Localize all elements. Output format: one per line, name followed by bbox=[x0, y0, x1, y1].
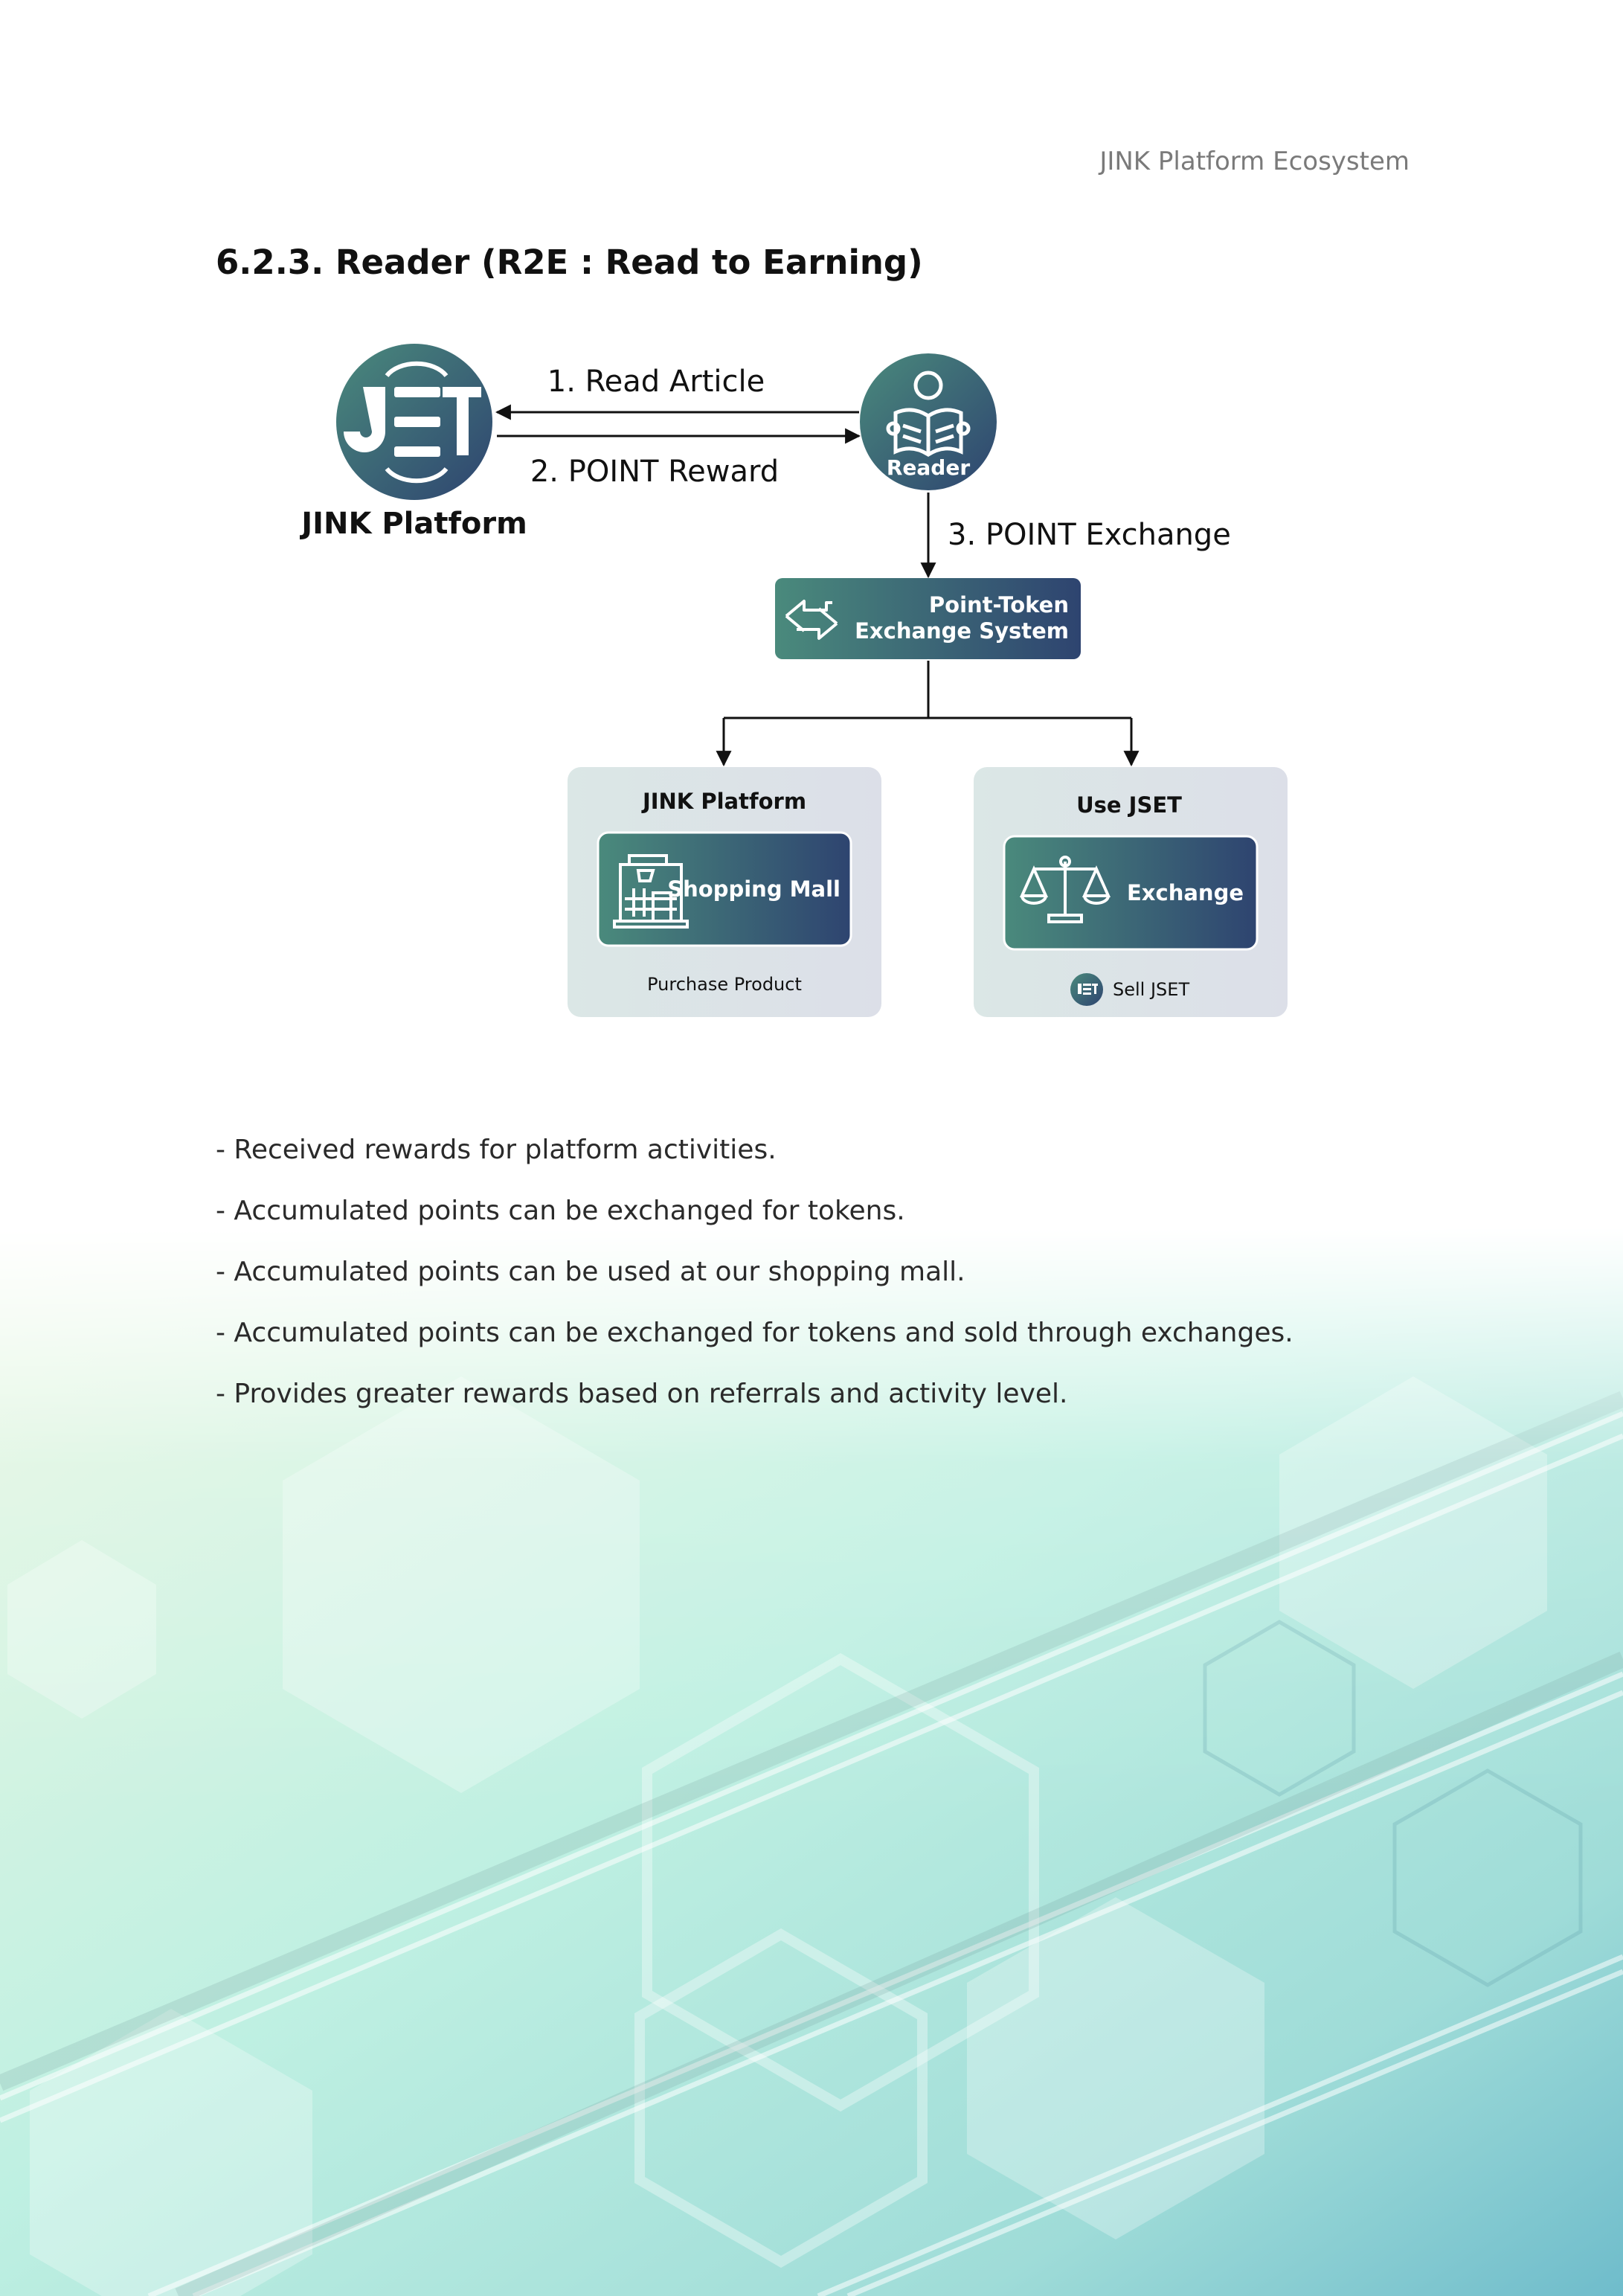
reader-node: Reader bbox=[860, 353, 997, 490]
use-jset-panel: Use JSET Exchange Sell JSET bbox=[974, 767, 1288, 1017]
point-exchange-label: 3. POINT Exchange bbox=[948, 518, 1231, 552]
document-header: JINK Platform Ecosystem bbox=[1099, 147, 1410, 176]
scale-icon bbox=[1019, 856, 1111, 923]
purchase-product-label: Purchase Product bbox=[647, 974, 802, 995]
left-panel-title: JINK Platform bbox=[641, 789, 806, 814]
exchange-system-line2: Exchange System bbox=[855, 618, 1069, 644]
right-panel-title: Use JSET bbox=[1076, 792, 1182, 818]
r2e-flow-diagram: JINK Platform Reader 1. Read Article 2. … bbox=[299, 344, 1288, 1017]
benefit-list: - Received rewards for platform activiti… bbox=[216, 1131, 1293, 1436]
list-item: - Provides greater rewards based on refe… bbox=[216, 1379, 1068, 1409]
section-title: 6.2.3. Reader (R2E : Read to Earning) bbox=[216, 243, 923, 282]
exchange-tile-label: Exchange bbox=[1127, 880, 1244, 905]
exchange-system-box: Point-Token Exchange System bbox=[775, 578, 1081, 659]
swap-arrows-icon bbox=[785, 600, 838, 640]
jink-platform-node bbox=[336, 344, 492, 500]
branch-connector bbox=[716, 661, 1140, 767]
jset-badge-icon bbox=[1070, 973, 1103, 1006]
jink-platform-label: JINK Platform bbox=[299, 507, 527, 541]
shopping-mall-label: Shopping Mall bbox=[667, 876, 841, 902]
list-item: - Accumulated points can be exchanged fo… bbox=[216, 1196, 905, 1226]
jink-platform-panel: JINK Platform Shopping Mall Purchase Pro… bbox=[568, 767, 881, 1017]
reader-label: Reader bbox=[887, 455, 970, 480]
list-item: - Accumulated points can be used at our … bbox=[216, 1257, 965, 1287]
sell-jset-label: Sell JSET bbox=[1113, 979, 1189, 1000]
point-reward-label: 2. POINT Reward bbox=[530, 455, 779, 489]
jset-logo-icon bbox=[344, 361, 481, 484]
exchange-system-line1: Point-Token bbox=[929, 592, 1069, 618]
list-item: - Received rewards for platform activiti… bbox=[216, 1135, 777, 1165]
list-item: - Accumulated points can be exchanged fo… bbox=[216, 1318, 1293, 1348]
reader-icon bbox=[886, 371, 971, 457]
read-article-label: 1. Read Article bbox=[547, 365, 765, 399]
shopping-mall-icon bbox=[613, 854, 689, 929]
